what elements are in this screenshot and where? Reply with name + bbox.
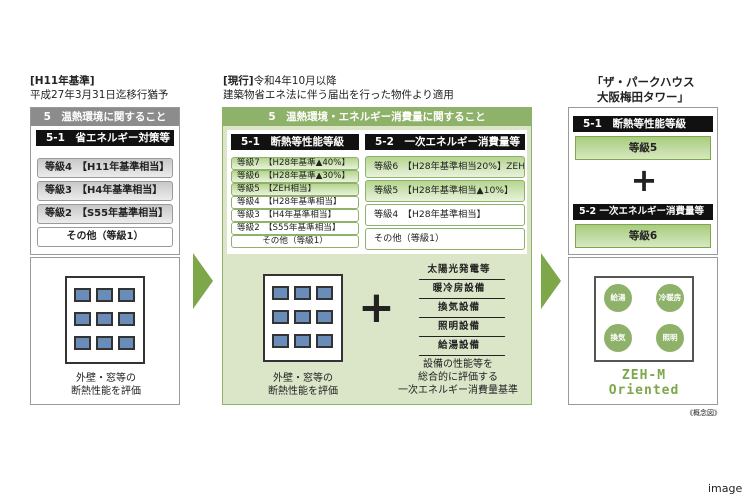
equipment-hvac: 暖冷房設備	[432, 283, 486, 294]
left-title: [H11年基準]	[30, 75, 95, 87]
equipment-line	[418, 279, 506, 280]
left-grade-3: 等級3 【H4年基準相当】	[37, 181, 173, 201]
energy-grade-4: 等級4 【H28年基準相当】	[365, 204, 525, 226]
window-icon	[96, 288, 113, 302]
concept-note: 《概念図》	[686, 409, 721, 417]
plus-icon: +	[358, 282, 395, 333]
window-icon	[118, 336, 135, 350]
ventilation-icon: 換気	[602, 322, 634, 354]
plus-icon: +	[630, 161, 658, 199]
insulation-grade-4: 等級4 【H28年基準相当】	[231, 196, 359, 209]
insulation-grade-6: 等級6 【H28年基準▲30%】	[231, 170, 359, 183]
energy-grade-5: 等級5 【H28年基準相当▲10%】	[365, 180, 525, 202]
right-grade-energy: 等級6	[575, 224, 711, 248]
window-icon	[96, 312, 113, 326]
arrow-right-icon	[193, 253, 213, 309]
right-grade-insulation: 等級5	[575, 136, 711, 160]
middle-sub-bar-right: 5-2 一次エネルギー消費量等級	[365, 134, 525, 164]
footer-image-label: image	[708, 482, 743, 495]
equipment-hot-water: 給湯設備	[437, 340, 480, 351]
middle-caption-right: 設備の性能等を総合的に評価する一次エネルギー消費量基準	[398, 359, 518, 396]
window-icon	[316, 334, 333, 348]
equipment-lighting: 照明設備	[437, 321, 480, 332]
left-caption: 外壁・窓等の断熱性能を評価	[71, 373, 141, 397]
window-icon	[272, 334, 289, 348]
middle-panel: 5 温熱環境・エネルギー消費量に関すること 5-1 断熱等性能等級 5-2 一次…	[222, 107, 532, 405]
left-building-panel: 外壁・窓等の断熱性能を評価	[30, 257, 180, 405]
lighting-icon: 照明	[654, 322, 686, 354]
arrow-right-icon	[541, 253, 561, 309]
window-icon	[118, 312, 135, 326]
right-grades-panel: 5-1 断熱等性能等級 等級5 + 5-2 一次エネルギー消費量等級 等級6	[568, 107, 718, 255]
left-grade-4: 等級4 【H11年基準相当】	[37, 158, 173, 178]
right-bar-energy: 5-2 一次エネルギー消費量等級	[573, 204, 713, 233]
middle-section-bar: 5 温熱環境・エネルギー消費量に関すること	[223, 108, 531, 126]
middle-sub-bar-left: 5-1 断熱等性能等級	[231, 134, 359, 150]
right-bar-insulation: 5-1 断熱等性能等級	[573, 116, 713, 132]
insulation-grade-7: 等級7 【H28年基準▲40%】	[231, 157, 359, 170]
window-icon	[74, 336, 91, 350]
equipment-line	[418, 355, 506, 356]
left-grade-2: 等級2 【S55年基準相当】	[37, 204, 173, 224]
window-icon	[272, 310, 289, 324]
insulation-grade-5: 等級5 【ZEH相当】	[231, 183, 359, 196]
middle-title: [現行]令和4年10月以降	[223, 75, 337, 87]
building-icon: 給湯 冷暖房 換気 照明	[594, 276, 694, 362]
window-icon	[316, 286, 333, 300]
window-icon	[74, 288, 91, 302]
window-icon	[316, 310, 333, 324]
hot-water-icon: 給湯	[602, 282, 634, 314]
insulation-grade-2: 等級2 【S55年基準相当】	[231, 222, 359, 235]
equipment-line	[418, 336, 506, 337]
insulation-grade-other: その他（等級1）	[231, 235, 359, 248]
energy-grade-6: 等級6 【H28年基準相当20%】ZEH相当	[365, 156, 525, 178]
middle-caption-left: 外壁・窓等の断熱性能を評価	[268, 373, 338, 397]
equipment-solar: 太陽光発電等	[427, 264, 491, 275]
window-icon	[96, 336, 113, 350]
right-title: 「ザ・パークハウス大阪梅田タワー」	[591, 75, 695, 104]
middle-subtitle: 建築物省エネ法に伴う届出を行った物件より適用	[223, 89, 454, 101]
window-icon	[294, 334, 311, 348]
middle-grades-area: 5-1 断熱等性能等級 5-2 一次エネルギー消費量等級 等級7 【H28年基準…	[227, 130, 527, 254]
window-icon	[272, 286, 289, 300]
heating-cooling-icon: 冷暖房	[654, 282, 686, 314]
left-grade-other: その他（等級1）	[37, 227, 173, 247]
building-icon	[65, 276, 145, 364]
window-icon	[118, 288, 135, 302]
equipment-ventilation: 換気設備	[437, 302, 480, 313]
left-subtitle: 平成27年3月31日迄移行猶予	[30, 89, 169, 101]
window-icon	[294, 286, 311, 300]
equipment-line	[418, 317, 506, 318]
energy-grade-other: その他（等級1）	[365, 228, 525, 250]
building-icon	[263, 274, 343, 362]
window-icon	[294, 310, 311, 324]
insulation-grade-3: 等級3 【H4年基準相当】	[231, 209, 359, 222]
left-section-bar: 5 温熱環境に関すること	[31, 108, 179, 126]
left-sub-bar: 5-1 省エネルギー対策等級	[36, 130, 174, 160]
equipment-line	[418, 298, 506, 299]
left-grades-panel: 5 温熱環境に関すること 5-1 省エネルギー対策等級 等級4 【H11年基準相…	[30, 107, 180, 255]
window-icon	[74, 312, 91, 326]
